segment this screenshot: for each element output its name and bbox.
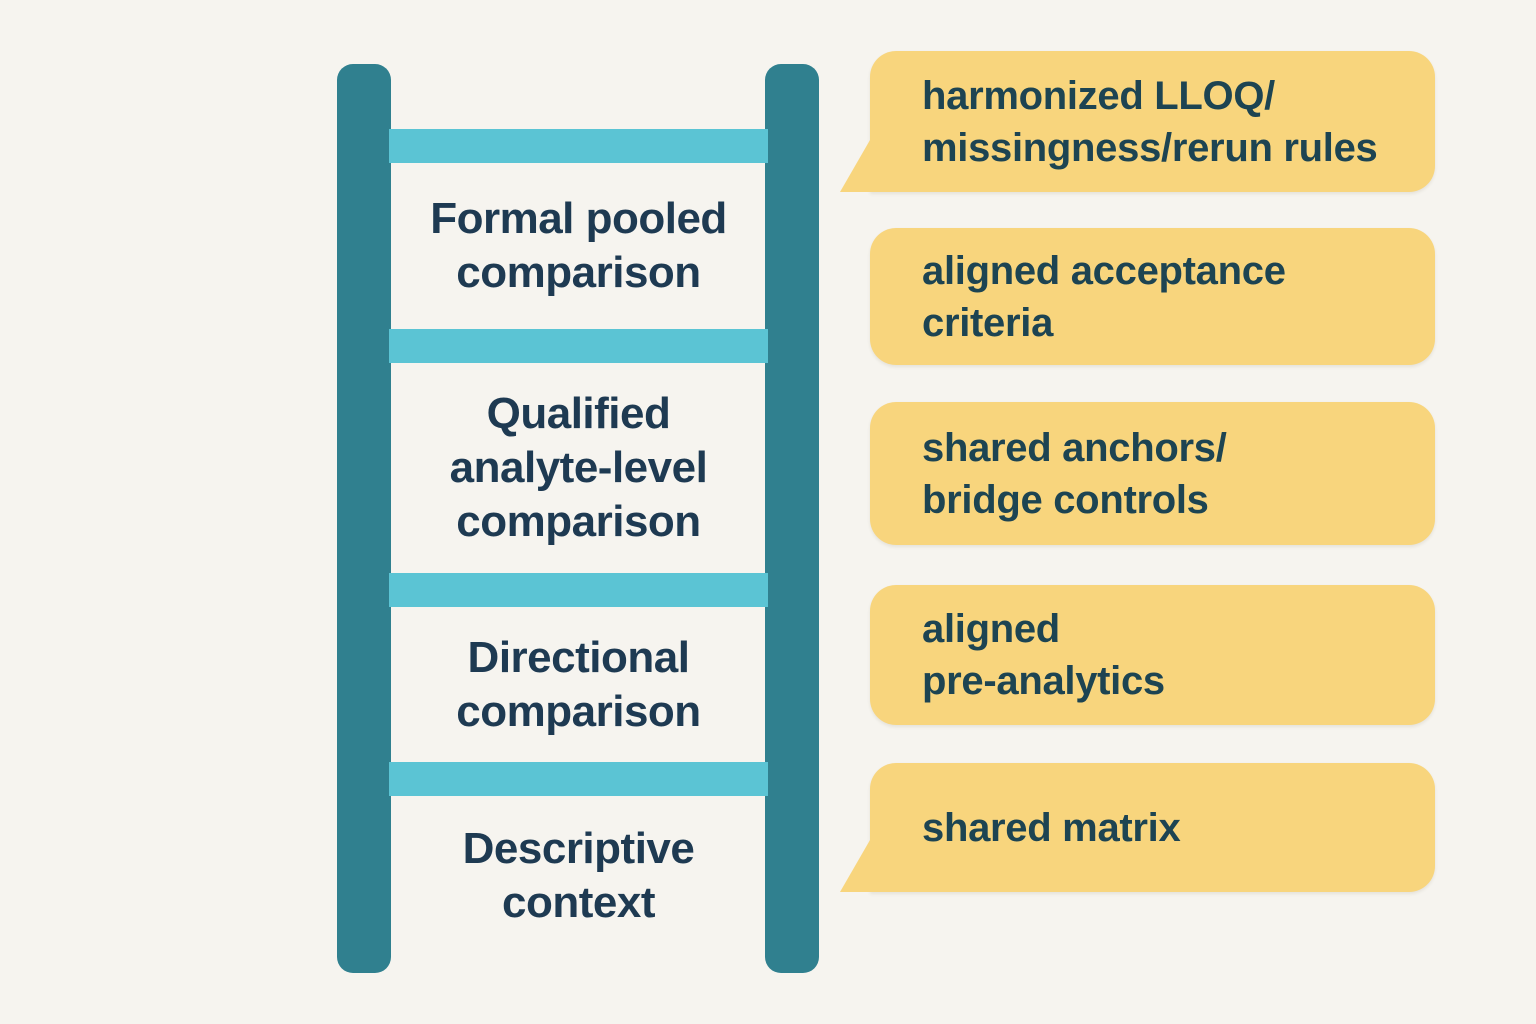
callout-text: aligned acceptance criteria xyxy=(922,248,1286,345)
ladder-step-label-descriptive: Descriptive context xyxy=(462,824,695,927)
callout-text: shared anchors/ bridge controls xyxy=(922,425,1227,522)
ladder-rung xyxy=(389,573,768,607)
ladder-rail-left xyxy=(337,64,391,973)
callout-bubble-shared-anchors: shared anchors/ bridge controls xyxy=(870,402,1435,545)
callout-text: aligned pre-analytics xyxy=(922,607,1165,703)
callout-text: harmonized LLOQ/ missingness/rerun rules xyxy=(922,73,1378,170)
callout-bubble-harmonized-lloq: harmonized LLOQ/ missingness/rerun rules xyxy=(870,51,1435,192)
ladder-rung xyxy=(389,762,768,796)
ladder-rung xyxy=(389,129,768,163)
callout-bubble-aligned-pre-analytics: aligned pre-analytics xyxy=(870,585,1435,725)
callout-bubble-shared-matrix: shared matrix xyxy=(870,763,1435,892)
callout-text: shared matrix xyxy=(922,805,1181,850)
callout-bubble-aligned-acceptance: aligned acceptance criteria xyxy=(870,228,1435,365)
ladder-step-label-directional: Directional comparison xyxy=(456,632,701,736)
ladder-rung xyxy=(389,329,768,363)
ladder-rail-right xyxy=(765,64,819,973)
ladder-step-label-formal-pooled: Formal pooled comparison xyxy=(430,194,727,297)
ladder-step-label-qualified-analyte: Qualified analyte-level comparison xyxy=(449,389,708,546)
